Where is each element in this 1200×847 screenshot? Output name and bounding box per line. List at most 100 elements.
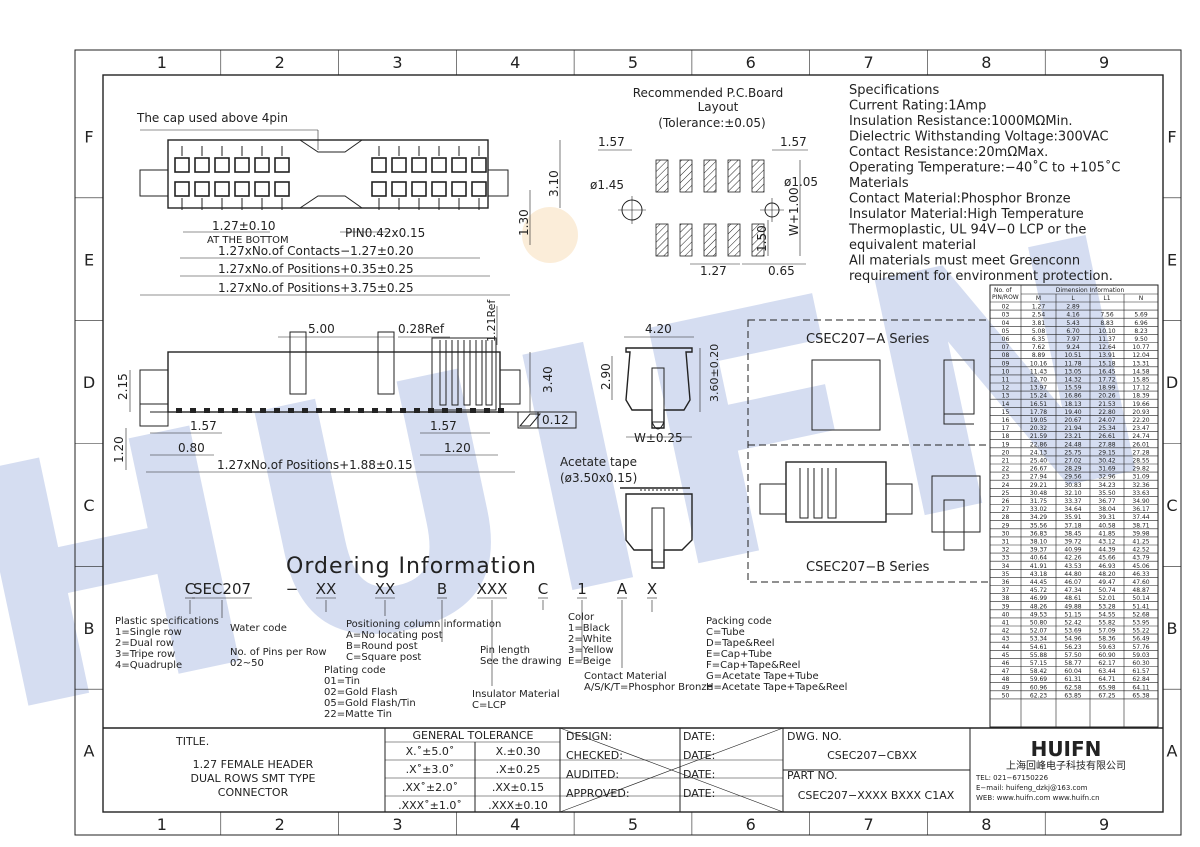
order-packing: C=Tube (706, 627, 745, 638)
table-header: No. of (994, 287, 1013, 294)
table-cell: 48 (1002, 676, 1010, 683)
grid-row-label: A (84, 742, 95, 761)
table-cell: 63.85 (1064, 692, 1081, 699)
table-cell: 45.66 (1098, 555, 1115, 562)
table-cell: 53.34 (1030, 636, 1047, 643)
table-cell: 39.31 (1098, 514, 1115, 521)
grid-col-label: 6 (746, 53, 756, 72)
table-cell: 29.82 (1132, 466, 1149, 473)
table-cell: 16.51 (1030, 401, 1047, 408)
table-cell: 21.53 (1098, 401, 1115, 408)
table-cell: 18.39 (1132, 393, 1149, 400)
dim-bottom: AT THE BOTTOM (207, 235, 289, 246)
table-cell: 32 (1002, 547, 1010, 554)
table-cell: 20.93 (1132, 409, 1149, 416)
table-cell: 53.95 (1132, 620, 1149, 627)
pin-cell (274, 157, 290, 173)
table-cell: 62.23 (1030, 692, 1047, 699)
order-color: 1=Black (568, 623, 610, 634)
pin-cell (234, 157, 250, 173)
table-cell: 19.40 (1064, 409, 1081, 416)
table-cell: 33.63 (1132, 490, 1149, 497)
table-cell: 45 (1002, 652, 1010, 659)
order-code-part: 1 (577, 580, 587, 598)
order-packing: H=Acetate Tape+Tape&Reel (706, 682, 847, 693)
table-cell: 43.79 (1132, 555, 1149, 562)
table-cell: 19 (1002, 441, 1010, 448)
company-logo: HUIFN (1031, 737, 1102, 761)
table-cell: 10.51 (1064, 352, 1081, 359)
table-cell: 23.47 (1132, 425, 1149, 432)
pcb-layout: Recommended P.C.Board Layout (Tolerance:… (590, 86, 818, 278)
table-cell: 20.26 (1098, 393, 1115, 400)
table-cell: 28.29 (1064, 466, 1081, 473)
table-cell: 12.70 (1030, 377, 1047, 384)
table-cell: 56.49 (1132, 636, 1149, 643)
table-cell: 43.12 (1098, 539, 1115, 546)
table-cell: 37.18 (1064, 522, 1081, 529)
table-cell: 55.22 (1132, 628, 1149, 635)
table-cell: 05 (1002, 328, 1010, 335)
spec-line: All materials must meet Greenconn (849, 254, 1080, 269)
table-cell: 38.04 (1098, 506, 1115, 513)
order-color: 3=Yellow (568, 645, 614, 656)
table-cell: 30 (1002, 530, 1010, 537)
part-no: CSEC207−XXXX BXXX C1AX (798, 789, 955, 802)
pcb-pad (703, 223, 717, 257)
table-cell: 15.18 (1098, 360, 1115, 367)
grid-row-label: A (1167, 742, 1178, 761)
table-cell: 52.68 (1132, 611, 1149, 618)
table-cell: 50.14 (1132, 595, 1149, 602)
tolerance-linear: .X±0.25 (496, 763, 541, 776)
table-cell: 29.56 (1064, 474, 1081, 481)
table-cell: 12 (1002, 385, 1010, 392)
table-cell: 57.50 (1064, 652, 1081, 659)
side-dim-0-28: 0.28Ref (398, 322, 445, 336)
series-views: CSEC207−A Series CSEC207−B Series (747, 319, 991, 583)
approval-role: CHECKED: (566, 749, 623, 762)
grid-col-label: 9 (1099, 815, 1109, 834)
order-plastic: 2=Dual row (115, 638, 174, 649)
table-cell: 27.88 (1098, 441, 1115, 448)
table-cell: 15.85 (1132, 377, 1149, 384)
tolerance-linear: .XX±0.15 (492, 781, 544, 794)
table-cell: 51.15 (1064, 611, 1081, 618)
table-cell: 44.80 (1064, 571, 1081, 578)
table-cell: 40.58 (1098, 522, 1115, 529)
table-cell: 31.69 (1098, 466, 1115, 473)
table-cell: 25.40 (1030, 458, 1047, 465)
grid-row-label: C (1166, 496, 1177, 515)
table-cell: 48.87 (1132, 587, 1149, 594)
grid-row-label: E (84, 250, 94, 269)
table-cell: 52.07 (1030, 628, 1047, 635)
side-dim-2-15: 2.15 (116, 373, 130, 400)
table-cell: 45.06 (1132, 563, 1149, 570)
table-cell: 60.30 (1132, 660, 1149, 667)
table-cell: 9.50 (1134, 336, 1148, 343)
table-cell: 35.50 (1098, 490, 1115, 497)
table-cell: 14.58 (1132, 368, 1149, 375)
table-cell: 55.82 (1098, 620, 1115, 627)
table-cell: 63.44 (1098, 668, 1115, 675)
table-cell: 49.47 (1098, 579, 1115, 586)
grid-row-label: F (84, 127, 93, 146)
table-cell: 42.52 (1132, 547, 1149, 554)
side-dim-1-20b: 1.20 (444, 441, 471, 455)
table-cell: 1.27 (1032, 304, 1046, 311)
spec-line: Materials (849, 176, 909, 191)
order-contact: Contact Material (584, 671, 667, 682)
order-positioning: B=Round post (346, 641, 418, 652)
table-cell: 58.36 (1098, 636, 1115, 643)
order-plating: 22=Matte Tin (324, 709, 392, 720)
table-cell: 15.24 (1030, 393, 1047, 400)
table-cell: 20 (1002, 449, 1010, 456)
table-cell: 41 (1002, 620, 1010, 627)
table-cell: 39.98 (1132, 530, 1149, 537)
pin-cell (431, 157, 447, 173)
order-color: 2=White (568, 634, 612, 645)
pcb-pad (727, 159, 741, 193)
spec-line: Insulator Material:High Temperature (849, 207, 1084, 222)
table-cell: 46.99 (1030, 595, 1047, 602)
table-cell: 26.67 (1030, 466, 1047, 473)
